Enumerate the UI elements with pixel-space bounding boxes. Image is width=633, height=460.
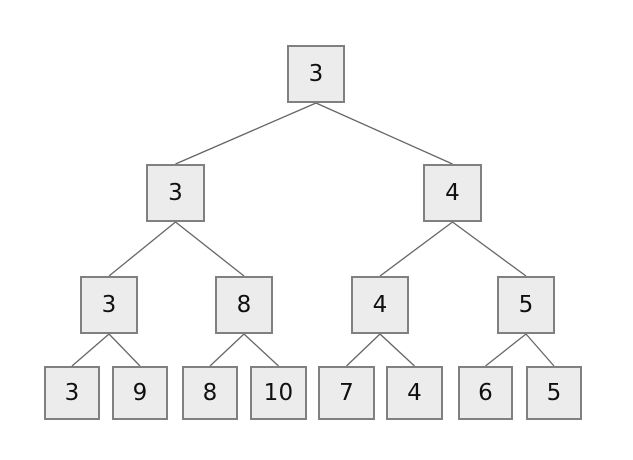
tree-edge-n2-n6 [452, 221, 527, 277]
tree-node-n0[interactable]: 3 [287, 45, 345, 103]
tree-edge-n2-n5 [379, 221, 453, 277]
tree-node-n9[interactable]: 8 [182, 366, 238, 420]
tree-edge-n0-n1 [175, 102, 317, 165]
tree-node-n4[interactable]: 8 [215, 276, 273, 334]
tree-edge-n5-n12 [379, 333, 415, 367]
tree-node-label: 4 [445, 179, 460, 206]
tree-edge-n5-n11 [346, 333, 381, 367]
tree-node-label: 7 [339, 379, 354, 406]
tree-edge-n1-n4 [175, 221, 245, 277]
tree-node-label: 4 [372, 291, 388, 318]
tree-node-label: 3 [101, 291, 117, 318]
tree-node-label: 3 [64, 379, 80, 406]
tree-edge-n6-n13 [485, 333, 527, 367]
tree-edge-n6-n14 [525, 333, 555, 367]
tree-node-n14[interactable]: 5 [526, 366, 582, 420]
tree-node-n2[interactable]: 4 [423, 164, 482, 222]
tree-node-label: 4 [407, 379, 422, 406]
tree-node-n6[interactable]: 5 [497, 276, 555, 334]
tree-edge-n0-n2 [315, 102, 453, 165]
tree-node-n3[interactable]: 3 [80, 276, 138, 334]
tree-node-n8[interactable]: 9 [112, 366, 168, 420]
tree-node-label: 6 [478, 379, 493, 406]
tree-edge-n4-n10 [243, 333, 279, 367]
tree-edge-n1-n3 [108, 221, 176, 277]
tree-node-label: 9 [132, 379, 148, 406]
tree-node-n5[interactable]: 4 [351, 276, 409, 334]
tree-node-n11[interactable]: 7 [318, 366, 375, 420]
tree-node-n10[interactable]: 10 [250, 366, 307, 420]
tree-node-label: 3 [308, 60, 324, 87]
tree-node-label: 5 [546, 379, 562, 406]
tree-node-n13[interactable]: 6 [458, 366, 513, 420]
tree-node-label: 5 [518, 291, 534, 318]
tree-node-label: 8 [202, 379, 218, 406]
tree-node-label: 10 [263, 379, 294, 406]
tree-node-n1[interactable]: 3 [146, 164, 205, 222]
tree-edge-n3-n7 [71, 333, 110, 367]
tree-node-label: 8 [236, 291, 252, 318]
tree-node-label: 3 [168, 179, 183, 206]
tree-node-n7[interactable]: 3 [44, 366, 100, 420]
tree-edge-n4-n9 [209, 333, 245, 367]
tree-node-n12[interactable]: 4 [386, 366, 443, 420]
tree-edge-n3-n8 [108, 333, 141, 367]
